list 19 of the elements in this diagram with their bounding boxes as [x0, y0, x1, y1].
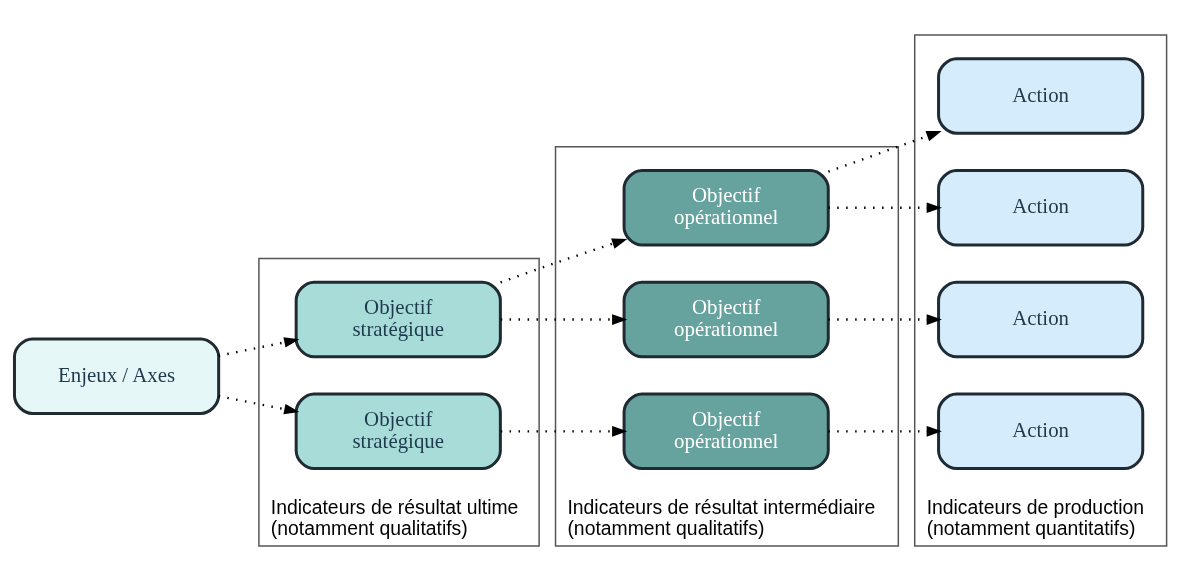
- arrow: [828, 313, 942, 325]
- node-box: Enjeux / Axes: [13, 336, 221, 415]
- arrow: [218, 336, 300, 357]
- arrow: [218, 394, 300, 414]
- node-box: Action: [937, 392, 1145, 470]
- arrow: [500, 313, 628, 325]
- node-box: Objectif opérationnel: [622, 392, 830, 470]
- arrow: [827, 130, 942, 173]
- node-box: Action: [937, 56, 1145, 135]
- arrow: [828, 201, 942, 213]
- arrow: [500, 425, 628, 437]
- arrow: [500, 238, 628, 283]
- node-box: Objectif stratégique: [294, 392, 502, 470]
- node-box: Action: [937, 168, 1145, 247]
- node-box: Action: [937, 280, 1145, 358]
- node-box: Objectif stratégique: [294, 280, 502, 358]
- node-box: Objectif opérationnel: [622, 168, 830, 247]
- node-box: Objectif opérationnel: [622, 280, 830, 358]
- arrow: [828, 425, 942, 437]
